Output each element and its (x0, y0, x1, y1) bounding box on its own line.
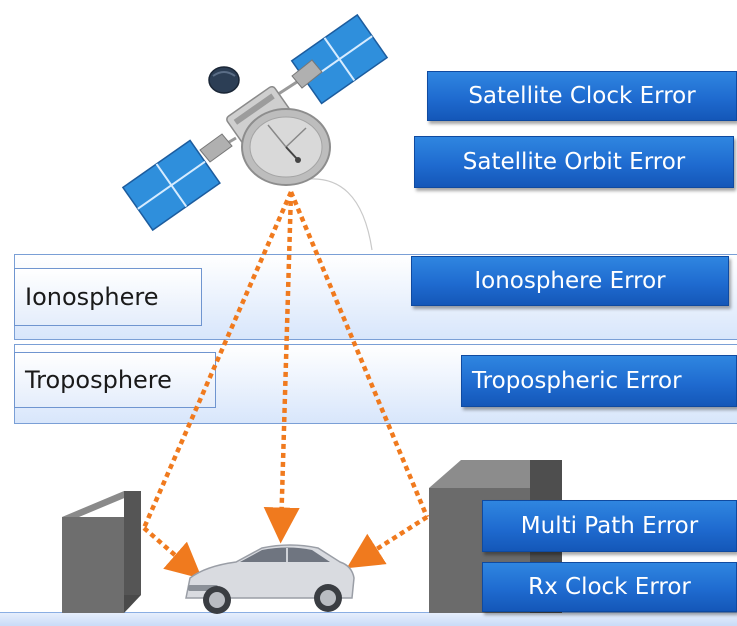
signal-path-reflect-right-bounce (346, 515, 429, 569)
signal-path-reflect-right (288, 191, 430, 518)
ionosphere-error-box: Ionosphere Error (411, 256, 729, 306)
signal-path-reflect-left-bounce (142, 526, 203, 579)
signal-path-reflect-left (141, 191, 294, 529)
troposphere-label: Troposphere (14, 352, 216, 408)
tropospheric-error-box: Tropospheric Error (461, 355, 737, 407)
ground (0, 612, 737, 626)
ionosphere-label: Ionosphere (14, 268, 202, 326)
signal-path-direct (263, 191, 300, 544)
satellite-orbit-error-box: Satellite Orbit Error (414, 136, 734, 188)
satellite-clock-error-box: Satellite Clock Error (427, 71, 737, 121)
rx-clock-error-box: Rx Clock Error (482, 562, 737, 612)
left-building-icon (62, 491, 141, 613)
multi-path-error-box: Multi Path Error (482, 500, 737, 552)
